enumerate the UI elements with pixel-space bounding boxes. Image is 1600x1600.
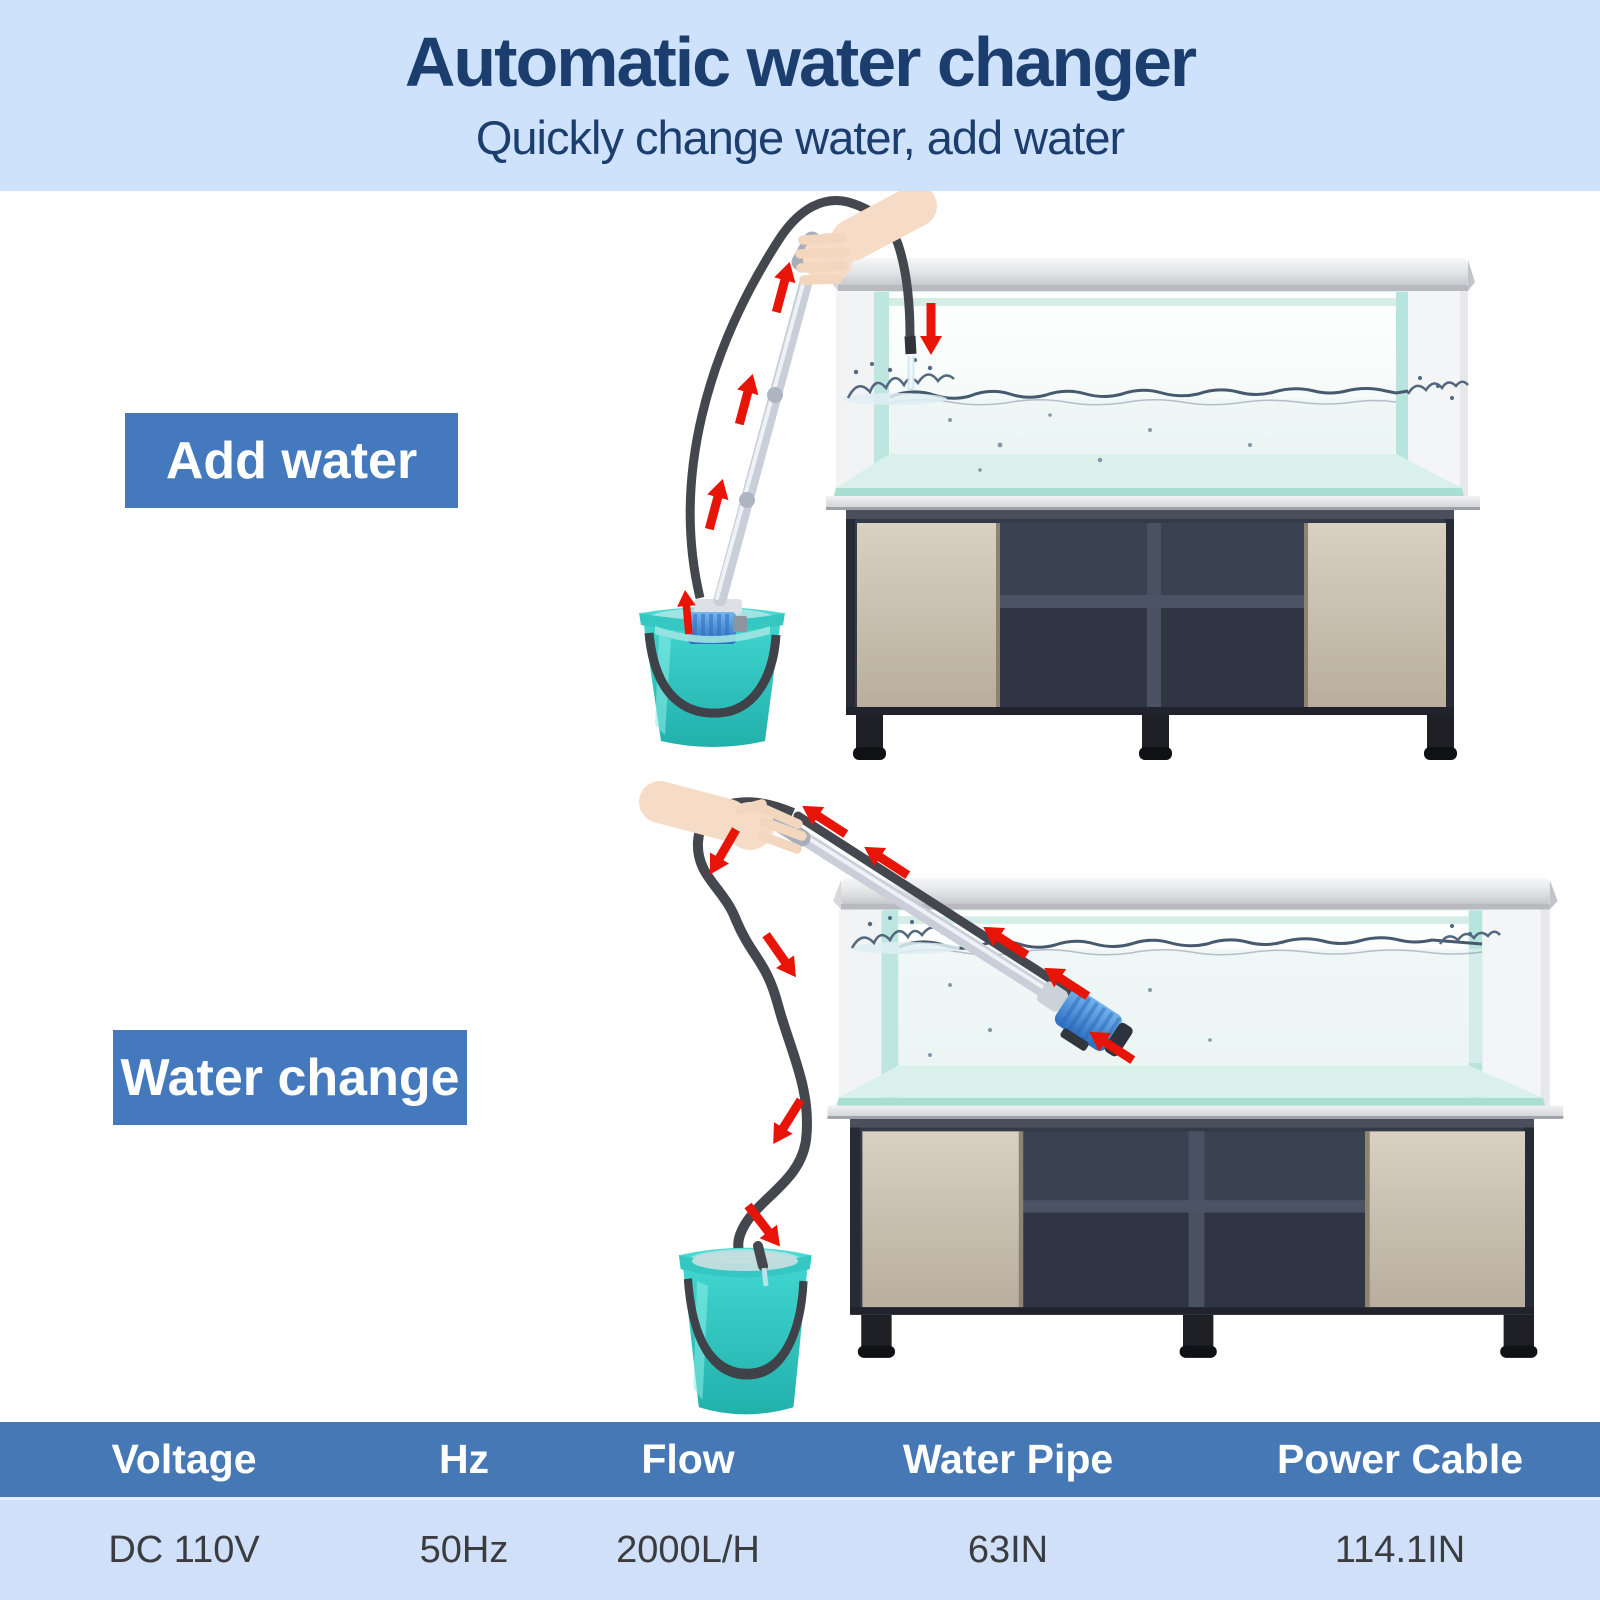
spec-table-value-row: DC 110V 50Hz 2000L/H 63IN 114.1IN [0,1497,1600,1600]
bucket-icon [679,1248,812,1415]
scene-label-text: Water change [120,1048,460,1107]
siphon-tube [713,231,821,607]
drain-hose-along-tube [793,811,1079,999]
hose-nozzle [904,335,917,355]
hose-tip [753,1241,768,1271]
splash [843,358,1469,405]
water-line [843,358,1469,472]
scene-add-water-illustration [639,185,1480,760]
spec-col-voltage: Voltage [111,1436,257,1482]
spec-value-voltage: DC 110V [108,1528,260,1571]
water-droplets [948,413,1252,472]
flow-arrow-icon [728,371,764,427]
spec-table-header-row: Voltage Hz Flow Water Pipe Power Cable [0,1422,1600,1497]
spec-col-water-pipe: Water Pipe [902,1436,1114,1482]
pump-icon [655,599,770,644]
scene-label-text: Add water [165,431,418,490]
drain-hose [685,196,915,600]
spec-col-power-cable: Power Cable [1276,1436,1524,1482]
scene-label-water-change: Water change [113,1030,467,1125]
spec-value-flow: 2000L/H [616,1528,760,1571]
scene-label-add-water: Add water [125,413,458,508]
hand-illustration [795,185,937,285]
spec-col-hz: Hz [438,1436,490,1482]
scene-water-change-illustration [639,781,1564,1415]
aquarium-stand-illustration [826,258,1480,760]
spec-value-water-pipe: 63IN [967,1528,1049,1571]
spec-col-flow: Flow [641,1436,735,1482]
hand-illustration [639,781,807,854]
header-banner: Automatic water changer Quickly change w… [0,0,1600,191]
flow-arrow-icon [698,476,734,532]
drain-hose [692,797,812,1277]
water-stream [761,1267,769,1287]
page-subtitle: Quickly change water, add water [475,110,1125,164]
spec-value-power-cable: 114.1IN [1334,1528,1466,1571]
bucket-water [692,1251,798,1271]
spec-value-hz: 50Hz [419,1528,509,1571]
page-title: Automatic water changer [404,23,1197,101]
spec-table: Voltage Hz Flow Water Pipe Power Cable D… [0,1422,1600,1600]
siphon-tube [781,821,1073,1012]
